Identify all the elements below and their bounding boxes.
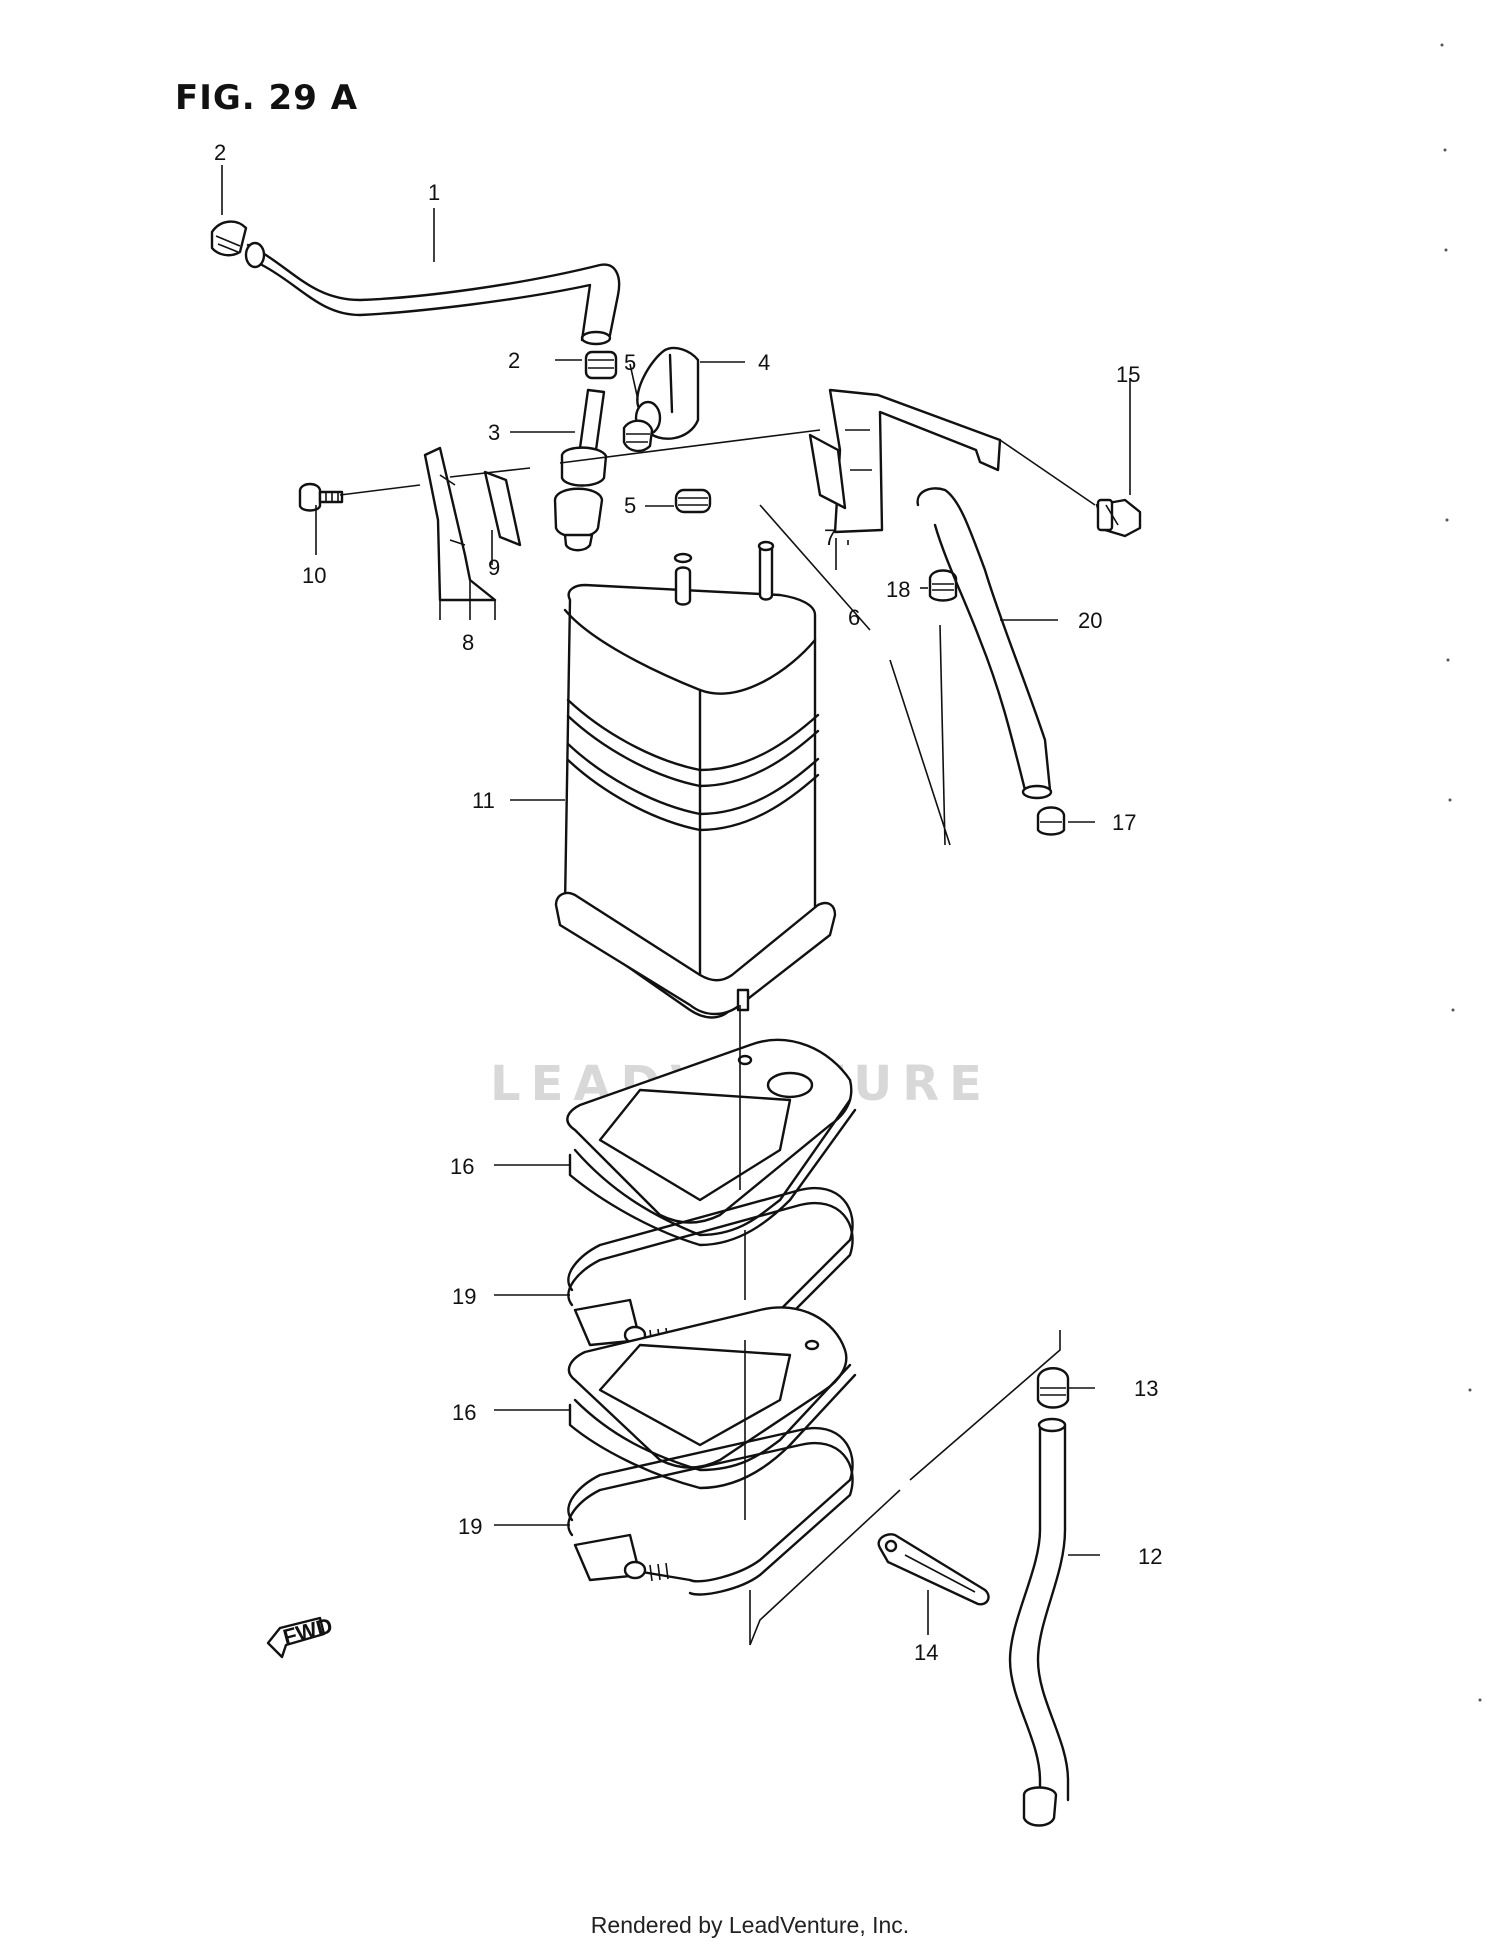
callout-14: 14 [914, 1640, 938, 1665]
part-13-clip [1036, 1367, 1070, 1409]
callout-15: 15 [1116, 362, 1140, 387]
part-19-band-lower [567, 1427, 854, 1596]
callout-5-lower: 5 [624, 493, 636, 518]
callout-19-lower: 19 [458, 1514, 482, 1539]
part-10-screw [298, 482, 344, 512]
figure-title: FIG. 29 A [175, 78, 359, 118]
callout-16-lower: 16 [452, 1400, 476, 1425]
part-20-hose [916, 487, 1053, 800]
callout-6: 6 [848, 605, 860, 630]
callout-19-upper: 19 [452, 1284, 476, 1309]
callout-1: 1 [428, 180, 440, 205]
part-7-insulator [808, 433, 847, 510]
part-16-tray-upper [566, 1038, 857, 1247]
callout-7: 7 [824, 525, 836, 550]
part-18-clip [928, 569, 958, 602]
callout-5-upper: 5 [624, 350, 636, 375]
part-6-bracket [828, 388, 1002, 534]
callout-20: 20 [1078, 608, 1102, 633]
part-15-bolt [1095, 498, 1142, 538]
part-9-insulator [483, 470, 522, 547]
fwd-label: FWD [280, 1613, 335, 1650]
part-8-bracket [423, 446, 497, 602]
callout-12: 12 [1138, 1544, 1162, 1569]
footer-credit: Rendered by LeadVenture, Inc. [590, 1912, 910, 1938]
callout-16-upper: 16 [450, 1154, 474, 1179]
part-17-clip [1036, 806, 1066, 836]
part-2-clip-upper [210, 220, 248, 257]
callout-18: 18 [886, 577, 910, 602]
callout-2-middle: 2 [508, 348, 520, 373]
part-3-valve [553, 388, 608, 552]
part-12-hose [1008, 1417, 1070, 1827]
callout-9: 9 [488, 555, 500, 580]
callout-17: 17 [1112, 810, 1136, 835]
callout-11: 11 [472, 788, 495, 813]
callout-2-upper: 2 [214, 140, 226, 165]
callout-numbers: 2 1 2 5 4 3 5 15 7 6 9 10 8 18 20 11 17 … [214, 140, 1162, 1665]
part-14-strap [877, 1533, 990, 1606]
part-5-clip-lower [674, 488, 712, 514]
callout-4: 4 [758, 350, 770, 375]
part-1-hose [244, 241, 621, 346]
leader-lines [221, 165, 1131, 1646]
callout-8: 8 [462, 630, 474, 655]
fwd-arrow-icon: FWD [266, 1613, 335, 1659]
part-11-canister [554, 540, 837, 1019]
callout-13: 13 [1134, 1376, 1158, 1401]
part-2-clip-middle [584, 350, 618, 380]
callout-10: 10 [302, 563, 326, 588]
part-5-clip-upper [622, 419, 654, 453]
scan-speckles [1440, 43, 1482, 1702]
callout-3: 3 [488, 420, 500, 445]
